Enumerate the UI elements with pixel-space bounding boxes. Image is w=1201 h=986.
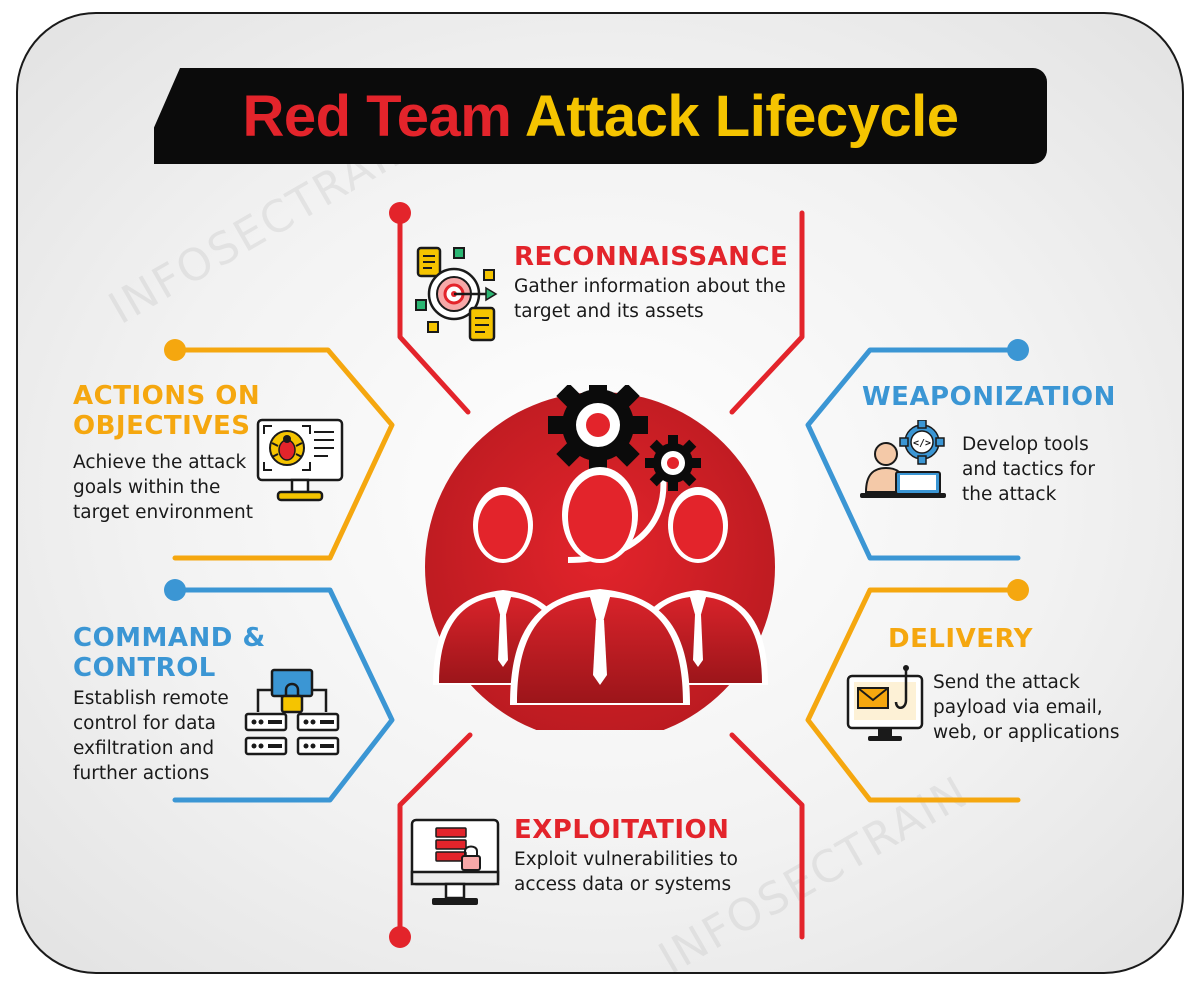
actions-dot [164,339,186,361]
delivery-line-2: payload via email, [933,697,1103,718]
svg-text:</>: </> [913,438,931,449]
exploitation-connector [397,732,805,940]
delivery-line-1: Send the attack [933,672,1080,693]
reconnaissance-line-1: Gather information about the [514,276,786,297]
weaponization-dot [1007,339,1029,361]
delivery-heading: DELIVERY [888,624,1033,654]
delivery-description: Send the attack payload via email, web, … [933,670,1120,745]
exploitation-heading: EXPLOITATION [514,815,730,845]
command-control-line-1: Establish remote [73,688,229,709]
reconnaissance-connector [397,210,805,415]
actions-objectives-line-3: target environment [73,502,253,523]
actions-connector [172,347,395,561]
exploitation-dot [389,926,411,948]
weaponization-line-2: and tactics for [962,459,1095,480]
locked-server-monitor-icon [410,818,500,905]
weaponization-description: Develop tools and tactics for the attack [962,432,1095,507]
red-team-people-gears-icon [425,385,775,730]
reconnaissance-description: Gather information about the target and … [514,274,786,324]
weaponization-heading: WEAPONIZATION [862,382,1116,412]
title-part-red: Red Team [242,83,512,149]
exploitation-line-2: access data or systems [514,874,732,895]
exploitation-description: Exploit vulnerabilities to access data o… [514,847,738,897]
server-lock-icon [244,668,340,756]
exploitation-line-1: Exploit vulnerabilities to [514,849,739,870]
delivery-dot [1007,579,1029,601]
delivery-connector [805,587,1021,803]
developer-gear-icon: </> [860,420,946,498]
page-title: Red Team Attack Lifecycle [242,83,959,150]
command-control-heading-line-2: CONTROL [73,653,216,683]
phishing-email-monitor-icon [846,665,924,741]
command-control-line-3: exfiltration and [73,738,215,759]
target-documents-icon [415,246,498,342]
actions-objectives-heading-line-1: ACTIONS ON [73,381,261,411]
weaponization-connector [805,347,1021,561]
bug-monitor-icon [256,418,344,502]
title-banner: Red Team Attack Lifecycle [154,68,1047,164]
delivery-line-3: web, or applications [933,722,1120,743]
command-connector [172,587,395,803]
reconnaissance-heading: RECONNAISSANCE [514,242,789,272]
reconnaissance-line-2: target and its assets [514,301,704,322]
command-control-line-4: further actions [73,763,210,784]
command-control-heading-line-1: COMMAND & [73,623,266,653]
command-control-line-2: control for data [73,713,216,734]
reconnaissance-dot [389,202,411,224]
command-control-description: Establish remote control for data exfilt… [73,686,229,786]
actions-objectives-heading-line-2: OBJECTIVES [73,411,251,441]
actions-objectives-heading: ACTIONS ON OBJECTIVES [73,381,260,441]
weaponization-line-1: Develop tools [962,434,1089,455]
command-dot [164,579,186,601]
actions-objectives-description: Achieve the attack goals within the targ… [73,450,253,525]
weaponization-line-3: the attack [962,484,1057,505]
title-part-yellow: Attack Lifecycle [524,83,959,149]
command-control-heading: COMMAND & CONTROL [73,623,266,683]
actions-objectives-line-1: Achieve the attack [73,452,247,473]
actions-objectives-line-2: goals within the [73,477,221,498]
